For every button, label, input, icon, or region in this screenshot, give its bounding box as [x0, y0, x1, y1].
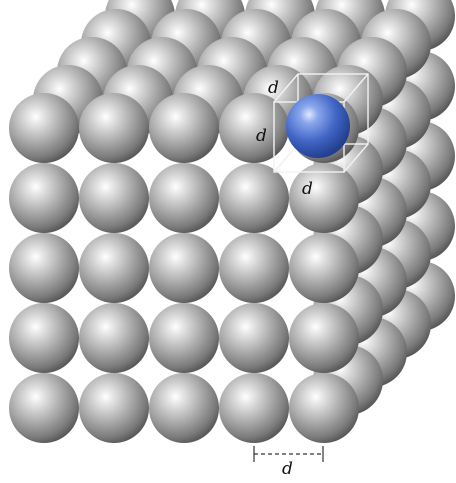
sphere-atom — [9, 93, 79, 163]
sphere-atom — [79, 373, 149, 443]
sphere-atom — [219, 303, 289, 373]
sphere-atom — [289, 233, 359, 303]
unit-cell-bottom-label: d — [302, 179, 313, 199]
sphere-atom — [289, 373, 359, 443]
unit-cell-left-label: d — [256, 126, 267, 146]
highlighted-atom — [286, 94, 350, 158]
sphere-atom — [79, 303, 149, 373]
spacing-marker — [253, 446, 324, 462]
sphere-atom — [9, 303, 79, 373]
sphere-atom — [149, 163, 219, 233]
sphere-layers — [9, 0, 455, 443]
sphere-atom — [79, 233, 149, 303]
sphere-atom — [149, 93, 219, 163]
sphere-atom — [149, 373, 219, 443]
sphere-atom — [149, 303, 219, 373]
sphere-atom — [219, 93, 289, 163]
sphere-atom — [289, 163, 359, 233]
sphere-atom — [9, 163, 79, 233]
sphere-atom — [79, 163, 149, 233]
spacing-label: d — [282, 459, 293, 479]
unit-cell-top-label: d — [268, 78, 279, 98]
sphere-atom — [219, 163, 289, 233]
sphere-atom — [289, 303, 359, 373]
sphere-atom — [9, 233, 79, 303]
sphere-atom — [79, 93, 149, 163]
sphere-atom — [9, 373, 79, 443]
sphere-atom — [219, 233, 289, 303]
sphere-atom — [149, 233, 219, 303]
sphere-atom — [219, 373, 289, 443]
